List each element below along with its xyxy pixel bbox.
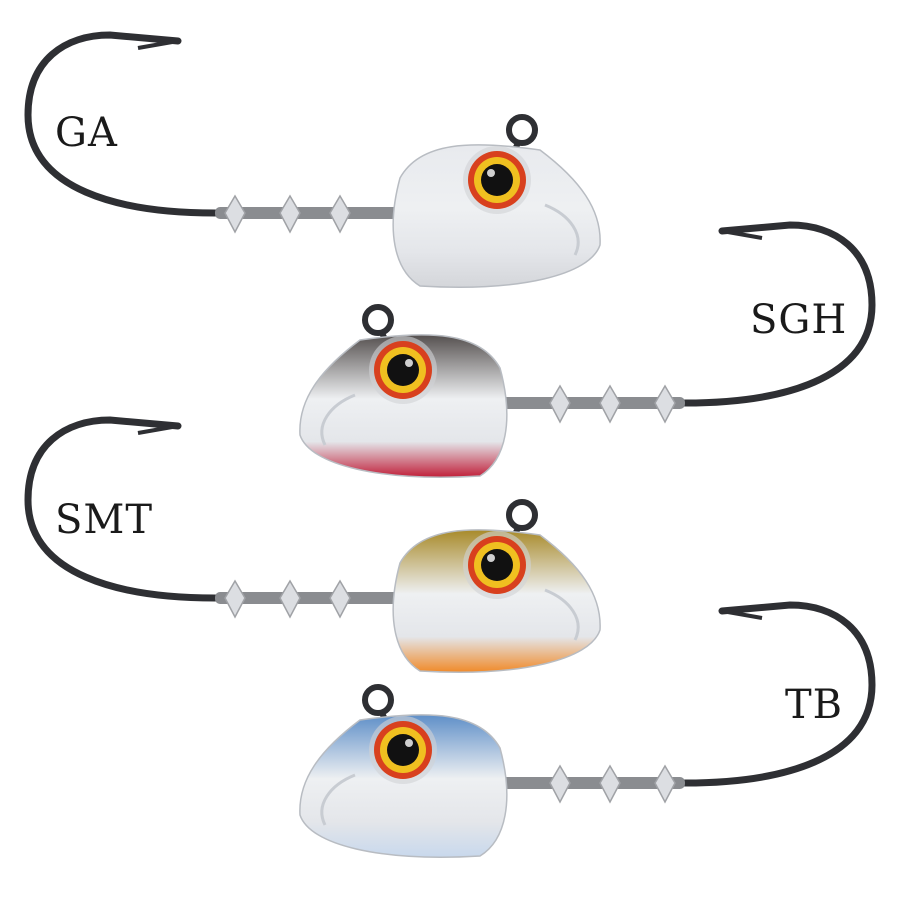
jig-head-body: [299, 334, 508, 478]
hook-barb: [721, 609, 763, 620]
eye-pupil: [481, 549, 513, 581]
bait-keeper-rib: [329, 579, 351, 619]
eye-highlight: [487, 169, 495, 177]
bait-keeper-rib: [654, 384, 676, 424]
eye-highlight: [487, 554, 495, 562]
jig-head-ga: [24, 31, 601, 288]
bait-keeper-rib: [224, 579, 246, 619]
bait-keeper-rib: [599, 384, 621, 424]
gill-detail: [320, 393, 356, 446]
line-tie-eyelet: [506, 114, 538, 146]
jig-head-tb: [299, 601, 876, 858]
jig-head-smt: [24, 416, 601, 673]
label-tb: TB: [785, 682, 844, 728]
hook-barb: [721, 229, 763, 240]
shank: [495, 777, 685, 789]
hook-barb: [137, 39, 179, 50]
eye-pupil: [387, 734, 419, 766]
bait-keeper-rib: [654, 764, 676, 804]
bait-keeper-rib: [224, 194, 246, 234]
bait-keeper-rib: [549, 384, 571, 424]
hook: [496, 601, 876, 787]
bait-keeper-rib: [279, 579, 301, 619]
jig-head-sgh: [299, 221, 876, 478]
line-tie-eyelet: [362, 304, 394, 336]
eye-highlight: [405, 359, 413, 367]
bait-keeper-rib: [329, 194, 351, 234]
jig-head-body: [392, 144, 601, 288]
jig-head-body: [299, 714, 508, 858]
shank: [495, 397, 685, 409]
eye-pupil: [387, 354, 419, 386]
hook-barb: [137, 424, 179, 435]
bait-keeper-rib: [549, 764, 571, 804]
shank: [215, 207, 405, 219]
bait-keeper-rib: [599, 764, 621, 804]
eye-highlight: [405, 739, 413, 747]
hook: [496, 221, 876, 407]
eye-pupil: [481, 164, 513, 196]
shank: [215, 592, 405, 604]
label-ga: GA: [55, 110, 118, 156]
gill-detail: [544, 588, 580, 641]
label-sgh: SGH: [750, 297, 848, 343]
gill-detail: [320, 773, 356, 826]
line-tie-eyelet: [362, 684, 394, 716]
label-smt: SMT: [55, 497, 154, 543]
bait-keeper-rib: [279, 194, 301, 234]
jig-head-body: [392, 529, 601, 673]
line-tie-eyelet: [506, 499, 538, 531]
hook: [24, 31, 404, 217]
gill-detail: [544, 203, 580, 256]
hook: [24, 416, 404, 602]
